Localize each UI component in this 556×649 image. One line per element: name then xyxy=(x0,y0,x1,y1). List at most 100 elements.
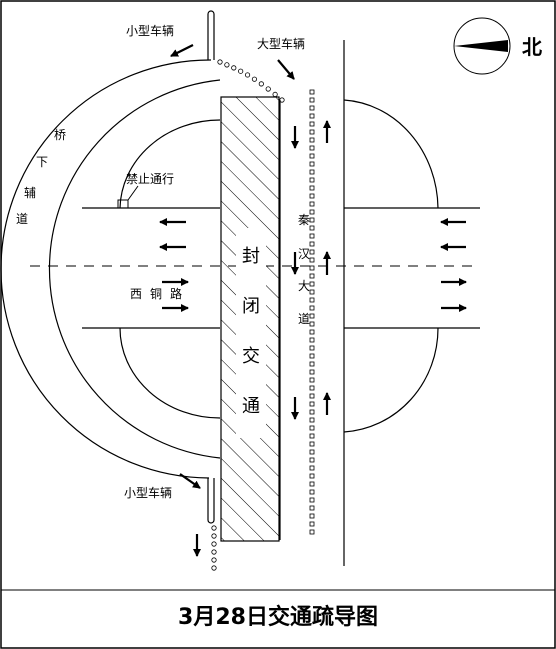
barrier-dot xyxy=(309,329,315,335)
ramp-south-east xyxy=(343,327,439,433)
barrier-dot xyxy=(309,289,315,295)
barrier-dot xyxy=(309,217,315,223)
barrier-dot xyxy=(309,401,315,407)
barrier-dots xyxy=(211,59,315,571)
barrier-dot xyxy=(309,361,315,367)
barrier-dot xyxy=(211,565,217,571)
closed-traffic-label: 封 闭 交 通 xyxy=(242,246,260,417)
qinhan-avenue-char: 秦 xyxy=(298,213,310,227)
barrier-dot xyxy=(309,377,315,383)
barrier-dot xyxy=(258,81,264,87)
barrier-dot xyxy=(309,129,315,135)
barrier-dot xyxy=(309,489,315,495)
barrier-dot xyxy=(309,433,315,439)
barrier-dot xyxy=(309,105,315,111)
barrier-dot xyxy=(244,72,251,78)
barrier-dot xyxy=(309,321,315,327)
barrier-dot xyxy=(309,265,315,271)
small-vehicle-label-bottom: 小型车辆 xyxy=(124,485,172,500)
barrier-dot xyxy=(309,465,315,471)
barrier-dot xyxy=(309,441,315,447)
direction-arrows xyxy=(159,44,467,557)
north-label: 北 xyxy=(522,35,542,59)
barrier-dot xyxy=(224,62,230,68)
barrier-dot xyxy=(309,425,315,431)
barrier-dot xyxy=(309,297,315,303)
bridge-side-road-char: 辅 xyxy=(24,186,36,200)
xitong-road-label: 西 铜 路 xyxy=(130,286,182,301)
barrier-dot xyxy=(238,68,244,74)
ramp-outer-west xyxy=(0,59,212,479)
barrier-dot xyxy=(309,201,315,207)
barrier-dot xyxy=(309,449,315,455)
barrier-dot xyxy=(272,91,278,98)
barrier-dot xyxy=(309,409,315,415)
closed-traffic-char: 通 xyxy=(242,396,260,417)
closed-traffic-char: 封 xyxy=(242,246,260,267)
barrier-dot xyxy=(309,241,315,247)
barrier-dot xyxy=(265,86,271,92)
barrier-dot xyxy=(309,169,315,175)
ramp-stub-south xyxy=(207,478,215,524)
barrier-dot xyxy=(309,385,315,391)
barrier-dot xyxy=(309,473,315,479)
xitong-road-char: 路 xyxy=(170,286,182,301)
barrier-dot xyxy=(279,97,285,103)
north-compass: 北 xyxy=(453,17,542,75)
barrier-dot xyxy=(211,525,217,531)
barrier-dot xyxy=(309,177,315,183)
barrier-dot xyxy=(309,113,315,119)
ramp-north-east xyxy=(343,99,439,209)
barrier-dot xyxy=(309,345,315,351)
qinhan-avenue-char: 汉 xyxy=(298,247,310,261)
xitong-road-char: 西 xyxy=(130,287,142,301)
no-entry-label: 禁止通行 xyxy=(126,172,174,186)
direction-arrow-icon xyxy=(179,473,201,489)
barrier-dot xyxy=(231,65,237,71)
barrier-dot xyxy=(309,505,315,511)
barrier-dot xyxy=(309,257,315,263)
barrier-dot xyxy=(211,557,217,563)
direction-arrow-icon xyxy=(277,59,295,80)
barrier-dot xyxy=(309,137,315,143)
barrier-dot xyxy=(309,393,315,399)
bridge-side-road-char: 下 xyxy=(36,155,48,169)
diagram-title: 3月28日交通疏导图 xyxy=(178,604,378,630)
barrier-dot xyxy=(309,513,315,519)
ramp-north-west xyxy=(119,119,221,209)
barrier-dot xyxy=(309,89,315,95)
cloverleaf-ramps xyxy=(0,10,439,524)
barrier-dot xyxy=(211,533,217,539)
north-arrow-icon xyxy=(454,40,508,52)
barrier-dot xyxy=(309,305,315,311)
barrier-dot xyxy=(309,337,315,343)
barrier-dot xyxy=(309,145,315,151)
ramp-stub-north xyxy=(207,10,215,60)
bridge-side-road-label: 桥 下 辅 道 xyxy=(16,128,66,226)
barrier-dot xyxy=(309,193,315,199)
barrier-dot xyxy=(309,121,315,127)
barrier-dot xyxy=(309,457,315,463)
barrier-dot xyxy=(309,209,315,215)
bridge-side-road-char: 道 xyxy=(16,212,28,226)
barrier-dot xyxy=(309,153,315,159)
barrier-dot xyxy=(309,185,315,191)
barrier-dot xyxy=(309,497,315,503)
direction-arrow-icon xyxy=(170,44,194,57)
no-entry-pointer xyxy=(127,185,139,201)
closed-traffic-char: 闭 xyxy=(242,296,260,317)
xitong-road-char: 铜 xyxy=(150,286,162,301)
closed-area-label-bg xyxy=(236,228,266,438)
barrier-dot xyxy=(309,233,315,239)
large-vehicle-label: 大型车辆 xyxy=(257,36,305,51)
bridge-side-road-char: 桥 xyxy=(54,128,66,142)
qinhan-avenue-char: 道 xyxy=(298,312,310,326)
barrier-dot xyxy=(309,313,315,319)
qinhan-avenue-label: 秦 汉 大 道 xyxy=(298,213,310,326)
ramp-inner-west xyxy=(48,79,221,459)
barrier-dot xyxy=(211,541,217,547)
barrier-dot xyxy=(309,481,315,487)
